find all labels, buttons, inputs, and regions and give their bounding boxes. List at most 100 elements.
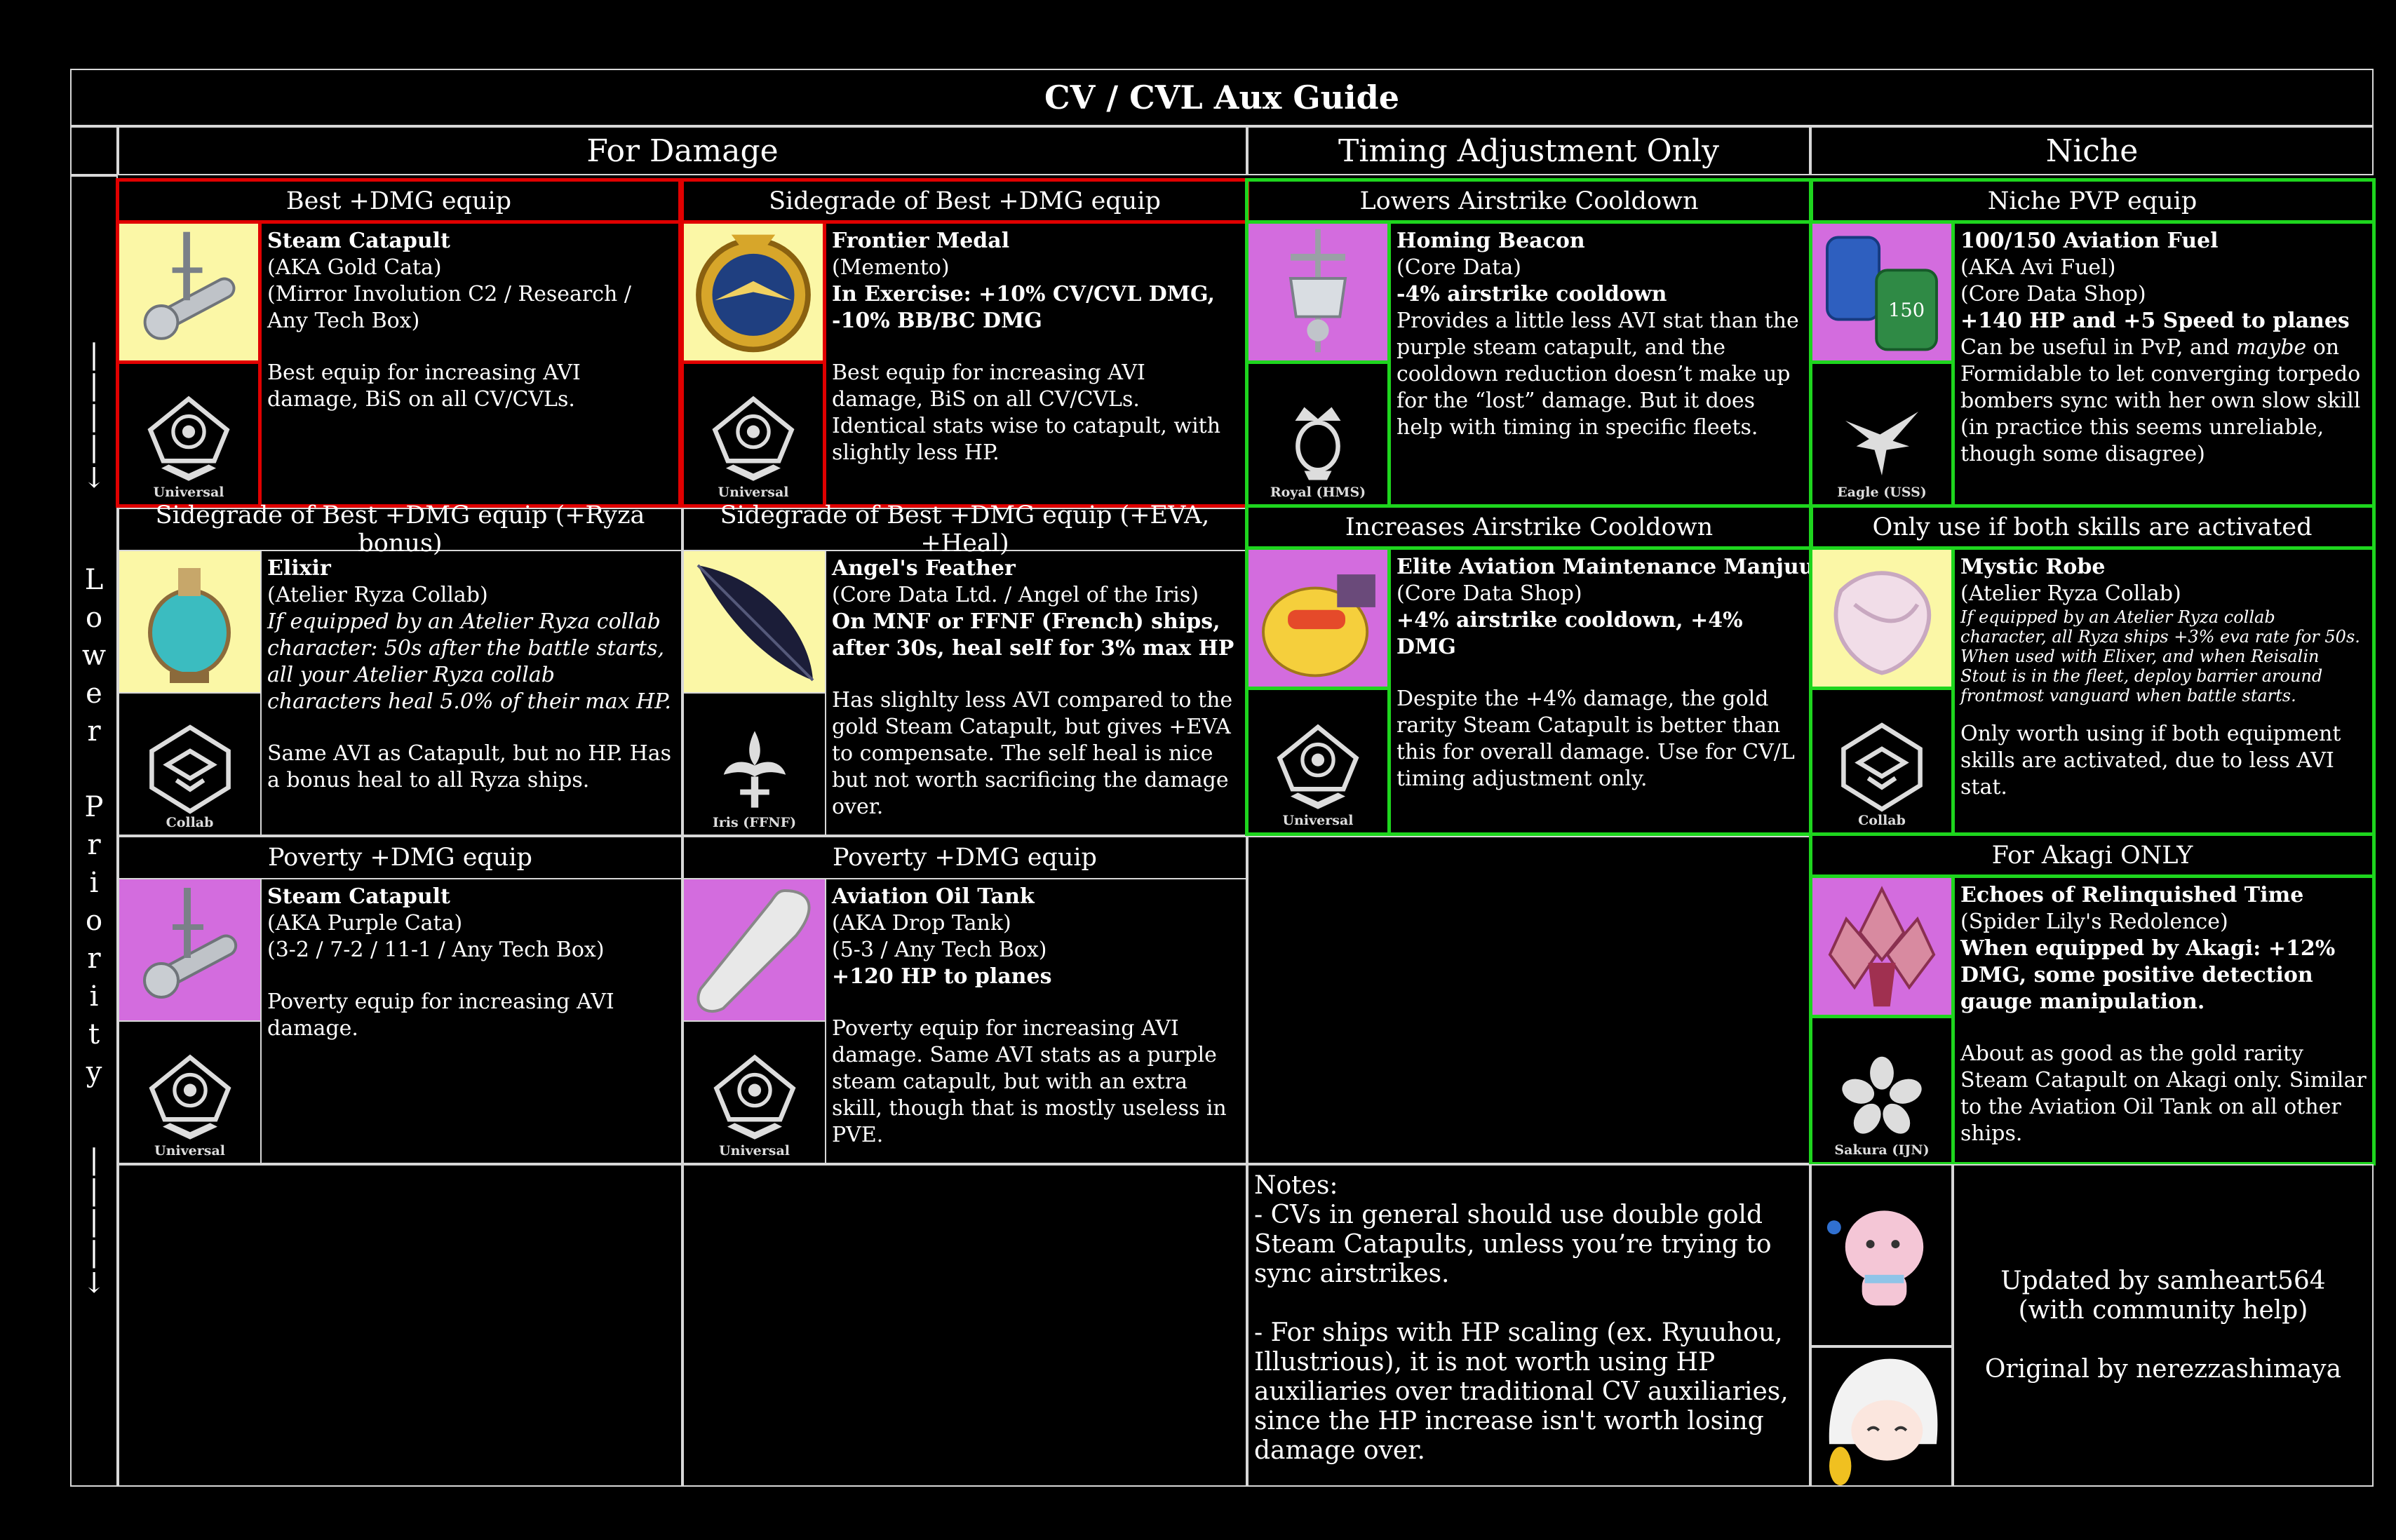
item-desc: Can be useful in PvP, and maybe on Formi… bbox=[1960, 335, 2367, 468]
faction-label: Collab bbox=[166, 815, 214, 830]
cell-text: Steam Catapult (AKA Purple Cata) (3-2 / … bbox=[262, 879, 681, 1163]
manjuu-icon bbox=[1249, 550, 1391, 690]
chibi-avatar-icon bbox=[1810, 1164, 1953, 1346]
cell-text: Mystic Robe (Atelier Ryza Collab) If equ… bbox=[1955, 550, 2372, 832]
cell-text: Elixir (Atelier Ryza Collab) If equipped… bbox=[262, 551, 681, 835]
item-effect: In Exercise: +10% CV/CVL DMG, -10% BB/BC… bbox=[832, 282, 1215, 333]
item-desc: Despite the +4% damage, the gold rarity … bbox=[1396, 687, 1795, 791]
cell-mystic-robe: Only use if both skills are activated Co… bbox=[1809, 504, 2376, 836]
faction-label: Universal bbox=[1282, 813, 1354, 828]
item-source: (3-2 / 7-2 / 11-1 / Any Tech Box) bbox=[267, 938, 605, 962]
empty-cell bbox=[1247, 836, 1810, 1164]
cell-text: 100/150 Aviation Fuel (AKA Avi Fuel) (Co… bbox=[1955, 224, 2372, 504]
item-aka: (AKA Avi Fuel) bbox=[1960, 255, 2116, 280]
item-name: Mystic Robe bbox=[1960, 555, 2106, 579]
credit-help: (with community help) bbox=[2018, 1296, 2308, 1325]
cell-header: Niche PVP equip bbox=[1812, 182, 2372, 224]
desc-emphasis: maybe bbox=[2235, 335, 2307, 360]
item-desc: About as good as the gold rarity Steam C… bbox=[1960, 1041, 2367, 1146]
credits-panel: Updated by samheart564 (with community h… bbox=[1953, 1164, 2374, 1487]
notes-panel: Notes: - CVs in general should use doubl… bbox=[1247, 1164, 1810, 1487]
priority-column bbox=[70, 175, 118, 1487]
cell-header: Lowers Airstrike Cooldown bbox=[1249, 182, 1810, 224]
sakura-crest-icon: Sakura (IJN) bbox=[1812, 1018, 1955, 1162]
faction-label: Universal bbox=[153, 485, 224, 500]
item-source: (5-3 / Any Tech Box) bbox=[832, 938, 1047, 962]
universal-emblem-icon: Universal bbox=[684, 364, 826, 504]
item-desc: Poverty equip for increasing AVI damage. bbox=[267, 989, 614, 1041]
faction-label: Royal (HMS) bbox=[1270, 485, 1366, 500]
steam-catapult-purple-icon bbox=[119, 879, 262, 1022]
cell-text: Echoes of Relinquished Time (Spider Lily… bbox=[1955, 878, 2372, 1162]
item-name: Steam Catapult bbox=[267, 229, 450, 253]
item-desc: Only worth using if both equipment skill… bbox=[1960, 722, 2341, 799]
item-effect: If equipped by an Atelier Ryza collab ch… bbox=[267, 609, 671, 714]
credit-updated: Updated by samheart564 bbox=[2000, 1267, 2326, 1295]
cell-text: Frontier Medal (Memento) In Exercise: +1… bbox=[826, 224, 1246, 504]
cell-header: Increases Airstrike Cooldown bbox=[1249, 508, 1810, 550]
item-desc: Best equip for increasing AVI damage, Bi… bbox=[267, 360, 581, 412]
cell-header: Only use if both skills are activated bbox=[1812, 508, 2372, 550]
item-desc: Has slighlty less AVI compared to the go… bbox=[832, 688, 1233, 819]
faction-label: Eagle (USS) bbox=[1837, 485, 1927, 500]
faction-label: Collab bbox=[1858, 813, 1906, 828]
item-effect: +4% airstrike cooldown, +4% DMG bbox=[1396, 608, 1743, 659]
item-effect: When equipped by Akagi: +12% DMG, some p… bbox=[1960, 936, 2336, 1014]
homing-beacon-icon bbox=[1249, 224, 1391, 364]
credit-original: Original by nerezzashimaya bbox=[1984, 1355, 2342, 1384]
note-item: - For ships with HP scaling (ex. Ryuuhou… bbox=[1254, 1318, 1789, 1465]
cell-text: Elite Aviation Maintenance Manjuu (Core … bbox=[1391, 550, 1810, 832]
item-effect: If equipped by an Atelier Ryza collab ch… bbox=[1960, 607, 2360, 705]
cell-text: Steam Catapult (AKA Gold Cata) (Mirror I… bbox=[262, 224, 678, 504]
chibi-avatar-icon bbox=[1810, 1346, 1953, 1487]
faction-label: Universal bbox=[719, 1143, 790, 1159]
faction-label: Universal bbox=[154, 1143, 225, 1159]
cell-maintenance-manjuu: Increases Airstrike Cooldown Universal E… bbox=[1245, 504, 1813, 836]
item-name: Elixir bbox=[267, 556, 331, 581]
collab-emblem-icon: Collab bbox=[1812, 690, 1955, 832]
cell-header: Sidegrade of Best +DMG equip (+EVA, +Hea… bbox=[684, 501, 1246, 558]
elixir-icon bbox=[119, 551, 262, 694]
item-name: 100/150 Aviation Fuel bbox=[1960, 229, 2219, 253]
item-name: Steam Catapult bbox=[267, 884, 450, 909]
item-aka: (AKA Drop Tank) bbox=[832, 911, 1011, 936]
cell-text: Aviation Oil Tank (AKA Drop Tank) (5-3 /… bbox=[826, 879, 1246, 1163]
priority-arrow-top: | | | | ↓ bbox=[82, 339, 106, 494]
item-name: Frontier Medal bbox=[832, 229, 1010, 253]
cell-header: Best +DMG equip bbox=[119, 182, 678, 224]
steam-catapult-gold-icon bbox=[119, 224, 262, 364]
cell-text: Angel's Feather (Core Data Ltd. / Angel … bbox=[826, 551, 1246, 835]
universal-emblem-icon: Universal bbox=[1249, 690, 1391, 832]
faction-label: Iris (FFNF) bbox=[712, 815, 797, 830]
cell-angels-feather: Sidegrade of Best +DMG equip (+EVA, +Hea… bbox=[682, 501, 1247, 836]
fuel-barrels-icon bbox=[1812, 224, 1955, 364]
cell-header: Poverty +DMG equip bbox=[119, 837, 681, 879]
item-effect: +120 HP to planes bbox=[832, 964, 1052, 989]
note-item: - CVs in general should use double gold … bbox=[1254, 1201, 1772, 1288]
eagle-crest-icon: Eagle (USS) bbox=[1812, 364, 1955, 504]
cell-purple-catapult: Poverty +DMG equip Universal Steam Catap… bbox=[118, 836, 682, 1164]
page-title: CV / CVL Aux Guide bbox=[70, 69, 2374, 126]
item-aka: (Atelier Ryza Collab) bbox=[1960, 581, 2181, 606]
item-aka: (Spider Lily's Redolence) bbox=[1960, 910, 2228, 934]
cell-header: Sidegrade of Best +DMG equip (+Ryza bonu… bbox=[119, 501, 681, 558]
item-effect: -4% airstrike cooldown bbox=[1396, 282, 1667, 306]
mystic-robe-icon bbox=[1812, 550, 1955, 690]
faction-label: Sakura (IJN) bbox=[1834, 1142, 1930, 1158]
cell-header: For Akagi ONLY bbox=[1812, 836, 2372, 878]
collab-emblem-icon: Collab bbox=[119, 694, 262, 835]
item-aka: (Core Data Shop) bbox=[1396, 581, 1582, 606]
item-desc: Same AVI as Catapult, but no HP. Has a b… bbox=[267, 741, 672, 792]
section-niche: Niche bbox=[1810, 126, 2374, 175]
cell-header: Sidegrade of Best +DMG equip bbox=[684, 182, 1246, 224]
cell-aviation-fuel: Niche PVP equip Eagle (USS) 100/150 Avia… bbox=[1809, 178, 2376, 508]
item-aka: (Core Data) bbox=[1396, 255, 1521, 280]
item-name: Angel's Feather bbox=[832, 556, 1016, 581]
item-desc: Poverty equip for increasing AVI damage.… bbox=[832, 1016, 1227, 1147]
cell-oil-tank: Poverty +DMG equip Universal Aviation Oi… bbox=[682, 836, 1247, 1164]
item-desc: Provides a little less AVI stat than the… bbox=[1396, 309, 1799, 440]
cell-sidegrade-medal: Sidegrade of Best +DMG equip Universal F… bbox=[680, 178, 1249, 508]
item-name: Echoes of Relinquished Time bbox=[1960, 883, 2304, 907]
item-aka: (AKA Purple Cata) bbox=[267, 911, 463, 936]
cell-elixir: Sidegrade of Best +DMG equip (+Ryza bonu… bbox=[118, 501, 682, 836]
